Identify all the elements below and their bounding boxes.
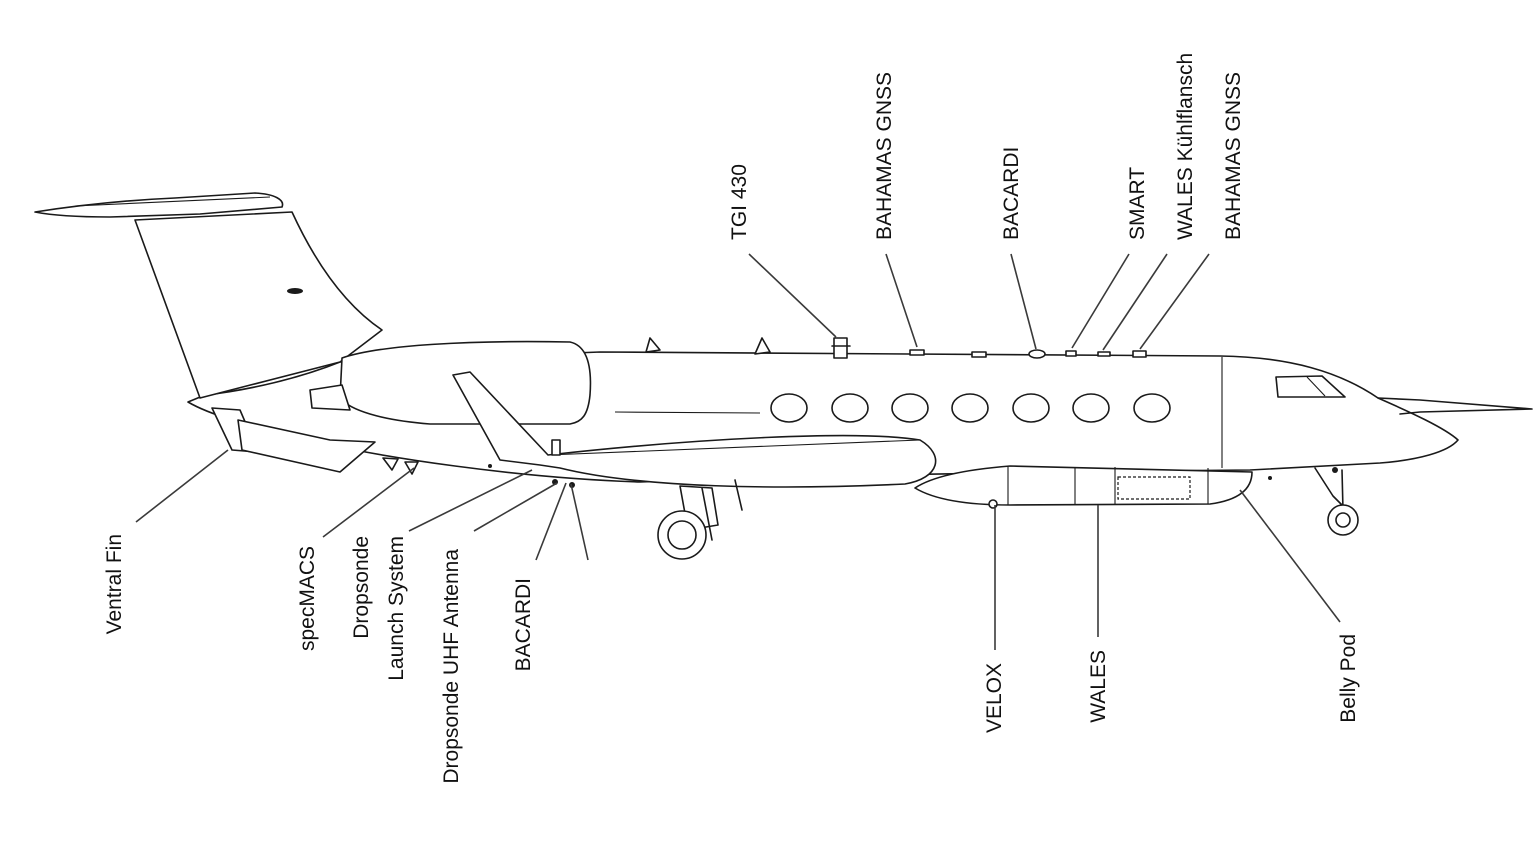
label-bahamas-gnss-2: BAHAMAS GNSS	[1222, 72, 1245, 240]
tail-marker	[287, 288, 303, 294]
label-bahamas-gnss-1: BAHAMAS GNSS	[873, 72, 896, 240]
lower-antennas	[382, 439, 1338, 488]
label-bacardi-top: BACARDI	[1000, 147, 1023, 240]
label-wales-kuehlflansch: WALES Kühlflansch	[1174, 53, 1197, 240]
vertical-tail	[134, 211, 383, 399]
main-landing-gear	[657, 479, 743, 560]
label-wales: WALES	[1087, 650, 1110, 723]
label-dropsonde-launch-2: Launch System	[385, 536, 408, 681]
pylon	[309, 384, 351, 411]
horizontal-stabilizer	[34, 192, 284, 218]
wing	[452, 371, 937, 488]
label-specmacs: specMACS	[296, 546, 319, 651]
label-tgi430: TGI 430	[728, 164, 751, 240]
aft-fairing	[237, 419, 376, 473]
nose-landing-gear	[1314, 467, 1359, 536]
label-dropsonde-launch-1: Dropsonde	[350, 536, 373, 639]
label-velox: VELOX	[983, 663, 1006, 733]
label-dropsonde-uhf: Dropsonde UHF Antenna	[440, 549, 463, 784]
label-smart: SMART	[1126, 167, 1149, 240]
nose-boom	[1377, 397, 1533, 415]
label-ventral-fin: Ventral Fin	[103, 534, 126, 634]
leader-lines	[135, 253, 1341, 650]
aircraft-drawing	[34, 192, 1533, 560]
top-instruments	[645, 337, 1147, 359]
label-bacardi-bottom: BACARDI	[512, 578, 535, 671]
labels: TGI 430 BAHAMAS GNSS BACARDI SMART WALES…	[103, 53, 1360, 784]
belly-pod-fairing	[914, 465, 1253, 506]
cockpit-window	[1275, 375, 1346, 398]
cabin-windows	[770, 393, 1171, 423]
label-belly-pod: Belly Pod	[1337, 634, 1360, 723]
